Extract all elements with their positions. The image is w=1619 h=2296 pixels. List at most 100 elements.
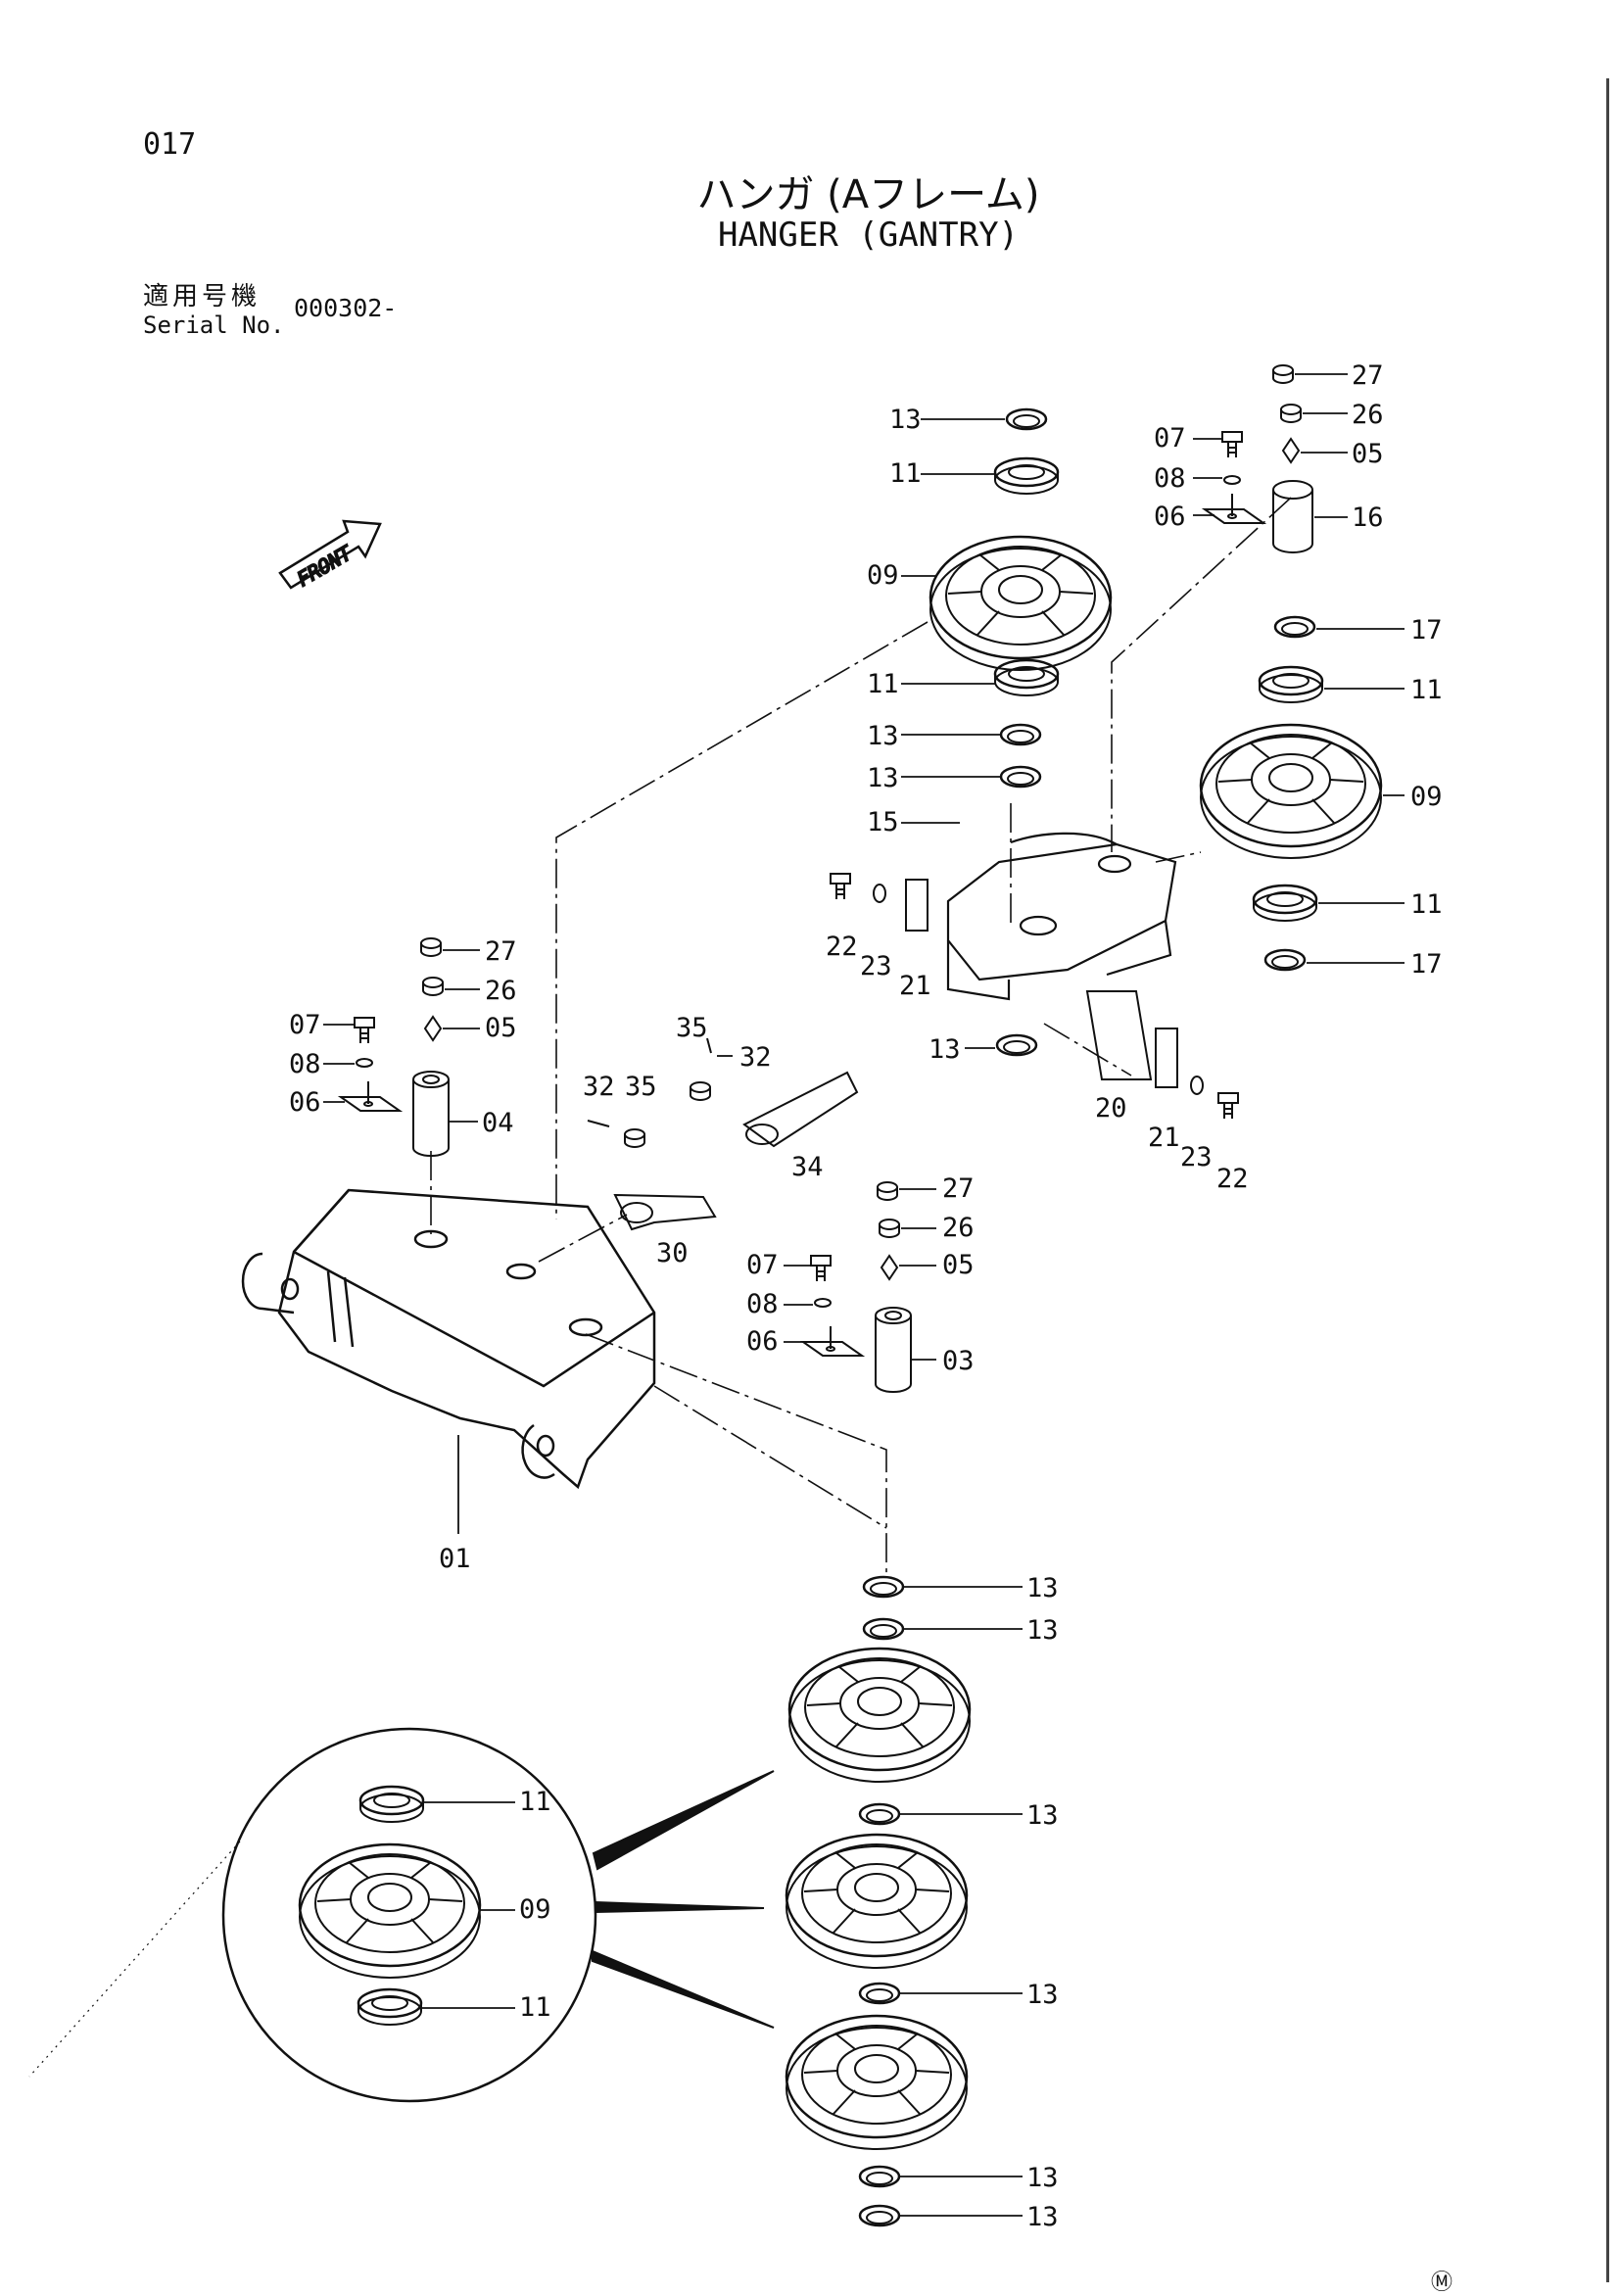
bearing-11 — [1252, 884, 1318, 923]
cap-27 — [420, 937, 442, 957]
callout-label-15: 15 — [867, 807, 899, 837]
seal-ring-13 — [858, 1982, 901, 2005]
callout-label-13: 13 — [867, 721, 899, 751]
callout-label-13: 13 — [1026, 1615, 1059, 1646]
lock-plate-06 — [340, 1080, 401, 1112]
grease-fitting-05 — [423, 1015, 443, 1042]
callout-label-09: 09 — [867, 560, 899, 591]
sheave-09 — [785, 1833, 969, 1970]
title-japanese: ハンガ (Aフレーム) — [696, 172, 1040, 217]
detail-bearing-11 — [357, 1987, 423, 2027]
cap-27 — [1272, 364, 1294, 384]
spacer-17 — [1263, 948, 1307, 972]
detail-bearing-11 — [358, 1785, 425, 1824]
lock-plate-06 — [1204, 493, 1264, 524]
washer-23 — [1190, 1076, 1204, 1095]
callout-label-13: 13 — [1026, 1980, 1059, 2010]
cap-27 — [877, 1181, 898, 1201]
callout-label-11: 11 — [867, 669, 899, 699]
callout-label-27: 27 — [942, 1173, 975, 1204]
grease-fitting-05 — [880, 1254, 899, 1281]
callout-label-17: 17 — [1410, 949, 1443, 980]
callout-label-32: 32 — [583, 1072, 615, 1102]
nut-26 — [422, 977, 444, 996]
spacer-17 — [1273, 615, 1316, 639]
callout-label-13: 13 — [889, 405, 922, 435]
nut-26 — [1280, 404, 1302, 423]
washer-23 — [873, 884, 886, 903]
front-direction-arrow: FRONT — [278, 519, 382, 592]
seal-ring-13 — [858, 2165, 901, 2188]
callout-label-06: 06 — [746, 1326, 779, 1357]
seal-ring-13 — [1005, 407, 1048, 431]
plate-21 — [1155, 1028, 1178, 1088]
callout-label-01: 01 — [439, 1544, 471, 1574]
sheave-09 — [929, 535, 1113, 672]
cotter-pin-32 — [706, 1037, 712, 1054]
bearing-11 — [993, 456, 1060, 496]
callout-label-35: 35 — [625, 1072, 657, 1102]
callout-label-32: 32 — [739, 1042, 772, 1073]
center-lines — [430, 497, 1292, 1577]
detail-view-circle — [28, 1727, 775, 2103]
page-number: 017 — [143, 127, 197, 162]
pin-35 — [624, 1128, 645, 1148]
sheave-09 — [787, 1647, 972, 1784]
bolt-07 — [354, 1017, 375, 1044]
callout-label-08: 08 — [1154, 463, 1186, 494]
callout-label-04: 04 — [482, 1108, 514, 1138]
callout-label-21: 21 — [1148, 1123, 1180, 1153]
callout-label-17: 17 — [1410, 615, 1443, 646]
washer-08 — [1223, 475, 1241, 485]
page-edge-border — [1606, 78, 1609, 2282]
sheave-09 — [1199, 723, 1383, 860]
bracket-15 — [946, 832, 1177, 1001]
plate-21 — [905, 879, 929, 932]
callout-label-23: 23 — [860, 951, 892, 981]
bolt-07 — [810, 1255, 832, 1282]
manufacturer-mark: Ⓜ — [1431, 2271, 1453, 2295]
bolt-22 — [1217, 1092, 1239, 1120]
callout-label-08: 08 — [746, 1289, 779, 1319]
detail-sheave-09 — [298, 1842, 482, 1980]
seal-ring-13 — [862, 1575, 905, 1599]
grease-fitting-05 — [1281, 437, 1301, 464]
callout-label-27: 27 — [1352, 360, 1384, 391]
callout-label-11: 11 — [519, 1787, 551, 1817]
applicable-model-label-en: Serial No. — [143, 311, 285, 339]
callout-label-11: 11 — [1410, 889, 1443, 920]
callout-label-13: 13 — [1026, 2202, 1059, 2232]
callout-label-11: 11 — [519, 1992, 551, 2023]
pin-04 — [412, 1071, 450, 1157]
callout-label-30: 30 — [656, 1238, 689, 1268]
callout-label-11: 11 — [1410, 675, 1443, 705]
callout-label-22: 22 — [826, 932, 858, 962]
plate-20 — [1085, 990, 1153, 1080]
bearing-11 — [1258, 665, 1324, 704]
callout-label-09: 09 — [519, 1894, 551, 1925]
seal-ring-13 — [999, 723, 1042, 746]
seal-ring-13 — [999, 765, 1042, 789]
lock-plate-06 — [802, 1325, 863, 1357]
callout-label-26: 26 — [1352, 400, 1384, 430]
bolt-07 — [1221, 431, 1243, 458]
bearing-11 — [993, 658, 1060, 697]
washer-08 — [814, 1298, 832, 1308]
callout-label-07: 07 — [1154, 423, 1186, 454]
callout-label-13: 13 — [1026, 1800, 1059, 1831]
callout-label-20: 20 — [1095, 1093, 1127, 1124]
callout-label-34: 34 — [791, 1152, 824, 1182]
front-label: FRONT — [293, 540, 357, 591]
callout-label-07: 07 — [289, 1010, 321, 1040]
callout-label-03: 03 — [942, 1346, 975, 1376]
callout-label-09: 09 — [1410, 782, 1443, 812]
serial-number-value: 000302- — [294, 294, 398, 322]
applicable-model-label-jp: 適用号機 — [143, 282, 262, 311]
callout-label-16: 16 — [1352, 502, 1384, 533]
link-34 — [742, 1071, 859, 1148]
callout-label-13: 13 — [1026, 1573, 1059, 1603]
callout-label-08: 08 — [289, 1049, 321, 1079]
callout-label-21: 21 — [899, 971, 931, 1001]
